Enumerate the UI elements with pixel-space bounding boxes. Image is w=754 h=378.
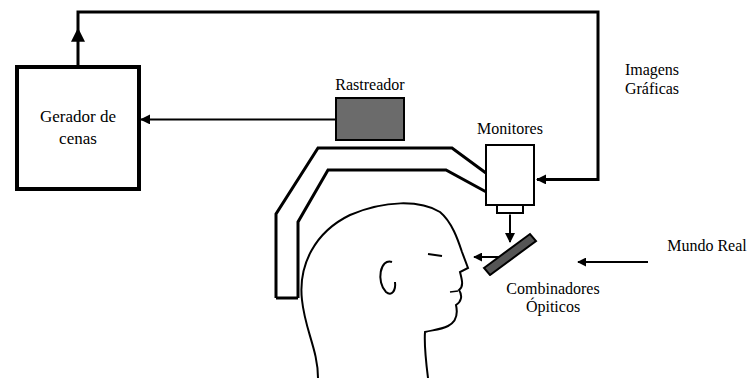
flow-arrowhead bbox=[71, 28, 85, 42]
part-label: Combinadores Ópiticos bbox=[486, 280, 621, 317]
connector-arrow bbox=[141, 118, 335, 120]
mirror-shape bbox=[478, 228, 548, 276]
part-label: Rastreador bbox=[322, 76, 418, 94]
process-box: Gerador de cenas bbox=[15, 65, 141, 191]
box-label: Gerador de cenas bbox=[25, 106, 131, 150]
connector-arrow bbox=[509, 214, 511, 242]
edge-label: Imagens Gráficas bbox=[604, 60, 700, 98]
monitor: Monitores bbox=[455, 120, 565, 214]
head-outline bbox=[301, 203, 468, 378]
optical-combiner: Combinadores Ópiticos bbox=[478, 228, 628, 317]
part-label: Monitores bbox=[455, 120, 565, 138]
tracker: Rastreador bbox=[322, 76, 418, 141]
monitor-case bbox=[485, 144, 535, 206]
ear bbox=[380, 262, 395, 294]
combiner-mirror bbox=[478, 228, 548, 276]
monitor-lens bbox=[496, 206, 524, 214]
annotation-label: Mundo Real bbox=[664, 236, 750, 255]
mouth bbox=[450, 291, 458, 292]
monitor-body bbox=[485, 144, 535, 214]
tracker-box bbox=[335, 97, 405, 141]
eye bbox=[428, 254, 442, 256]
real-world-ray bbox=[578, 261, 648, 263]
mirror-plate bbox=[484, 234, 536, 275]
helmet-frame bbox=[276, 148, 490, 298]
